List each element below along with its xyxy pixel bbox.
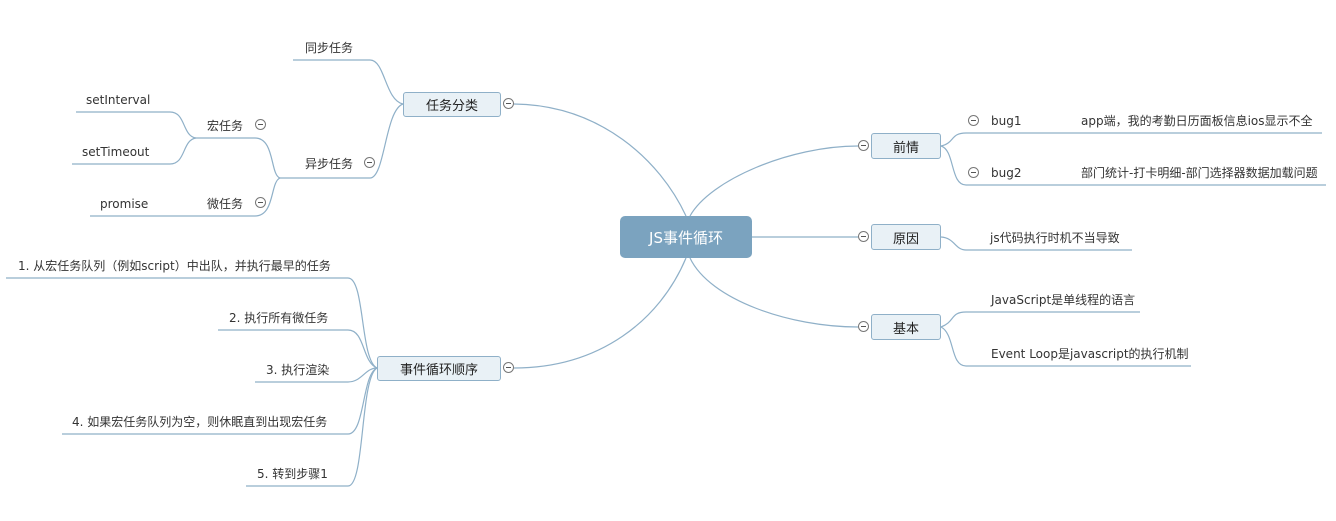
bug2-description[interactable]: 部门统计-打卡明细-部门选择器数据加载问题 [1081, 166, 1318, 180]
connector-step-4 [347, 367, 378, 435]
connector-central-loop-order [513, 257, 687, 369]
connector-step-3 [347, 367, 378, 383]
connector-cause-text [940, 236, 967, 251]
cause-text[interactable]: js代码执行时机不当导致 [990, 231, 1120, 245]
collapse-loop-order-icon[interactable] [503, 362, 514, 373]
connector-step-2 [347, 329, 378, 369]
connector-central-basics [689, 257, 859, 328]
step-3[interactable]: 3. 执行渲染 [266, 363, 330, 377]
connector-central-task-types [513, 103, 687, 217]
collapse-micro-icon[interactable] [255, 197, 266, 208]
connector-macro-setinterval [169, 111, 197, 139]
leaf-promise[interactable]: promise [100, 197, 149, 211]
step-5[interactable]: 5. 转到步骤1 [257, 467, 328, 481]
connector-task-types-sync [369, 59, 404, 105]
step-2[interactable]: 2. 执行所有微任务 [229, 311, 329, 325]
connector-macro-settimeout [169, 137, 197, 165]
central-topic[interactable]: JS事件循环 [620, 216, 752, 258]
connector-step-5 [347, 367, 378, 487]
connector-step-1 [347, 277, 378, 369]
bug1-name[interactable]: bug1 [991, 114, 1022, 128]
connector-bug2 [940, 145, 967, 186]
connector-async-macro [254, 137, 281, 179]
leaf-settimeout[interactable]: setTimeout [82, 145, 150, 159]
bug1-description[interactable]: app端，我的考勤日历面板信息ios显示不全 [1081, 114, 1313, 128]
connector-basics-1 [940, 311, 967, 328]
leaf-setinterval[interactable]: setInterval [86, 93, 151, 107]
topic-basics[interactable]: 基本 [871, 314, 941, 340]
subtopic-sync[interactable]: 同步任务 [305, 41, 354, 55]
topic-cause[interactable]: 原因 [871, 224, 941, 250]
basics-item-1[interactable]: JavaScript是单线程的语言 [991, 293, 1136, 307]
topic-task-types[interactable]: 任务分类 [403, 92, 501, 117]
topic-loop-order[interactable]: 事件循环顺序 [377, 356, 501, 381]
collapse-cause-icon[interactable] [858, 231, 869, 242]
connector-central-background [689, 145, 859, 217]
collapse-async-icon[interactable] [364, 157, 375, 168]
basics-item-2[interactable]: Event Loop是javascript的执行机制 [991, 347, 1189, 361]
subtopic-macro[interactable]: 宏任务 [207, 119, 244, 133]
collapse-basics-icon[interactable] [858, 321, 869, 332]
subtopic-async[interactable]: 异步任务 [305, 157, 354, 171]
subtopic-micro[interactable]: 微任务 [207, 197, 244, 211]
collapse-task-types-icon[interactable] [503, 98, 514, 109]
collapse-bug1-icon[interactable] [968, 115, 979, 126]
topic-background[interactable]: 前情 [871, 133, 941, 159]
connector-async-micro [254, 177, 281, 217]
collapse-background-icon[interactable] [858, 140, 869, 151]
step-4[interactable]: 4. 如果宏任务队列为空，则休眠直到出现宏任务 [72, 415, 328, 429]
bug2-name[interactable]: bug2 [991, 166, 1022, 180]
connector-task-types-async [369, 103, 404, 179]
connector-basics-2 [940, 326, 967, 367]
step-1[interactable]: 1. 从宏任务队列（例如script）中出队，并执行最早的任务 [18, 259, 331, 273]
collapse-bug2-icon[interactable] [968, 167, 979, 178]
connector-bug1 [940, 132, 967, 147]
collapse-macro-icon[interactable] [255, 119, 266, 130]
